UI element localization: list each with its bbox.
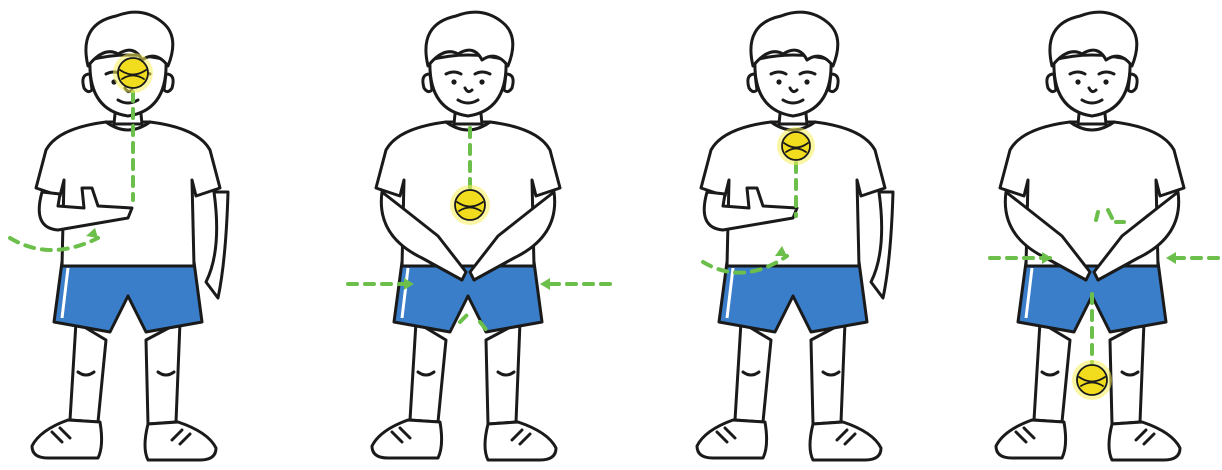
boy-figure — [615, 0, 920, 470]
boy-figure-3 — [697, 12, 893, 460]
boy-figure — [0, 0, 305, 470]
panel-step-2 — [310, 0, 615, 470]
motion-arrow-icon — [348, 278, 414, 290]
panel-step-4 — [920, 0, 1222, 470]
panel-step-1 — [0, 0, 305, 470]
boy-figure — [310, 0, 615, 470]
tennis-ball-icon — [777, 127, 815, 165]
boy-figure — [920, 0, 1222, 470]
tennis-ball-icon — [450, 185, 490, 225]
tennis-ball-icon — [1072, 360, 1112, 400]
motion-arrow-icon — [540, 278, 610, 290]
tennis-ball-icon — [113, 53, 153, 93]
motion-arrow-icon — [1166, 252, 1218, 264]
motion-arrow-icon — [990, 252, 1052, 264]
panel-step-3 — [615, 0, 920, 470]
boy-figure-2 — [372, 12, 560, 460]
